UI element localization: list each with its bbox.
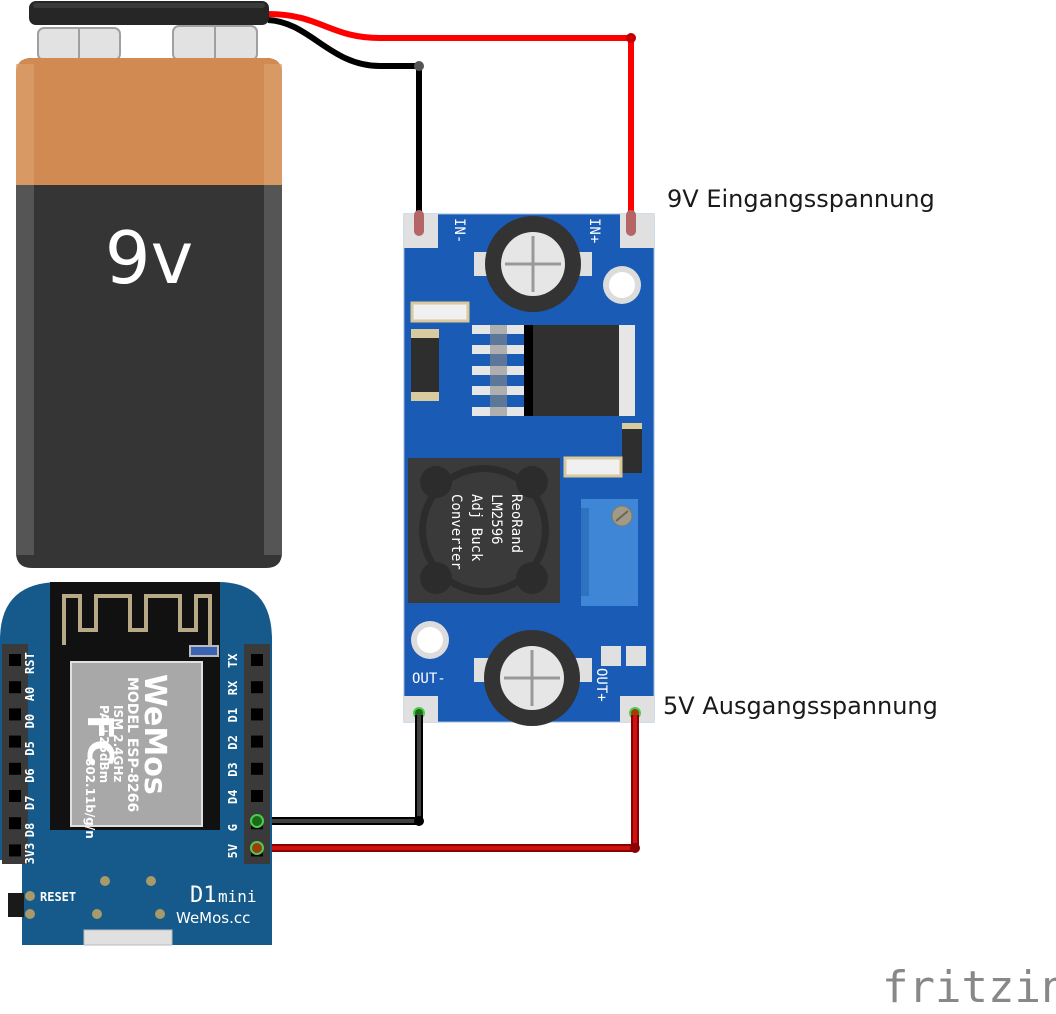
pin-label-in-minus: IN- <box>451 218 467 243</box>
pin-d3[interactable] <box>251 762 263 775</box>
pin-d0[interactable] <box>9 708 21 721</box>
pin-rx[interactable] <box>251 681 263 694</box>
wire-battery-minus[interactable] <box>267 17 424 225</box>
pin-label-in-plus: IN+ <box>586 218 602 243</box>
pin-label-d5: D5 <box>23 741 37 755</box>
buck-converter: IN- IN+ OUT- OUT+ <box>403 210 655 726</box>
pin-rst[interactable] <box>9 654 21 666</box>
battery-terminal-plus <box>172 25 258 61</box>
pin-label-rx: RX <box>226 680 240 695</box>
pin-label-d7: D7 <box>23 796 37 810</box>
pin-label-d8: D8 <box>23 823 37 837</box>
module-brand: WeMos <box>137 674 172 795</box>
pin-label-rst: RST <box>23 652 37 674</box>
inductor: ReoRand LM2596 Adj Buck Converter <box>408 458 560 603</box>
pin-label-3v3: 3V3 <box>23 843 37 865</box>
module-ism: ISM 2.4GHz <box>111 705 125 782</box>
pin-label-a0: A0 <box>23 687 37 701</box>
mounting-hole-bottom <box>411 621 449 659</box>
pin-d6[interactable] <box>9 762 21 775</box>
module-pa: PA +25dBm <box>97 705 111 783</box>
reset-label: RESET <box>40 890 76 904</box>
board-name: D1 <box>190 883 217 908</box>
board-suffix: mini <box>218 887 257 906</box>
pin-d7[interactable] <box>9 790 21 802</box>
wire-battery-plus[interactable] <box>267 11 636 225</box>
output-voltage-label: 5V Ausgangsspannung <box>663 692 938 720</box>
inductor-text-1: ReoRand <box>508 494 524 553</box>
fcc-logo: FC <box>79 715 120 766</box>
mounting-hole-top <box>603 266 641 304</box>
pin-d4[interactable] <box>251 790 263 802</box>
inductor-text-4: Converter <box>448 494 464 570</box>
inductor-text-2: LM2596 <box>488 494 504 545</box>
pin-d8[interactable] <box>9 817 21 830</box>
potentiometer[interactable] <box>581 499 638 606</box>
fritzing-logo: fritzing <box>882 962 1056 1013</box>
battery-label: 9v <box>105 216 193 300</box>
pin-label-d1: D1 <box>226 708 240 722</box>
reset-button[interactable] <box>8 893 24 917</box>
smd-diode <box>411 329 439 401</box>
pin-label-tx: TX <box>226 653 240 668</box>
pin-label-5v: 5V <box>226 844 240 858</box>
module-model: MODEL ESP-8266 <box>124 677 140 812</box>
right-header <box>244 644 270 864</box>
pin-d1[interactable] <box>251 708 263 721</box>
pin-label-out-plus: OUT+ <box>593 668 609 702</box>
pin-label-d6: D6 <box>23 768 37 782</box>
usb-port[interactable] <box>83 929 173 946</box>
lm2596-regulator <box>472 325 635 416</box>
pad-in-plus[interactable] <box>620 214 654 248</box>
input-voltage-label: 9V Eingangsspannung <box>667 185 935 213</box>
wire-out-minus-to-g[interactable] <box>256 715 424 826</box>
input-capacitor <box>474 216 592 312</box>
wemos-d1-mini: FC MODEL ESP-8266 ISM 2.4GHz PA +25dBm 8… <box>0 582 272 946</box>
pin-d5[interactable] <box>9 735 21 748</box>
pin-d2[interactable] <box>251 735 263 748</box>
battery-terminal-minus <box>37 27 121 61</box>
pin-label-d3: D3 <box>226 762 240 776</box>
pin-label-d0: D0 <box>23 714 37 728</box>
esp8266-module: FC MODEL ESP-8266 ISM 2.4GHz PA +25dBm 8… <box>70 661 203 839</box>
pin-label-out-minus: OUT- <box>412 671 446 687</box>
pin-3v3[interactable] <box>9 844 21 857</box>
pin-label-g: G <box>226 824 240 831</box>
pin-tx[interactable] <box>251 654 263 666</box>
battery-9v: 9v <box>16 1 282 568</box>
output-capacitor <box>474 630 592 726</box>
module-std: 802.11b/g/n <box>83 758 97 839</box>
pin-label-d4: D4 <box>226 790 240 804</box>
pin-a0[interactable] <box>9 681 21 694</box>
pin-label-d2: D2 <box>226 735 240 749</box>
wire-out-plus-to-5v[interactable] <box>256 715 640 853</box>
inductor-text-3: Adj Buck <box>468 494 484 562</box>
board-site: WeMos.cc <box>176 909 250 927</box>
